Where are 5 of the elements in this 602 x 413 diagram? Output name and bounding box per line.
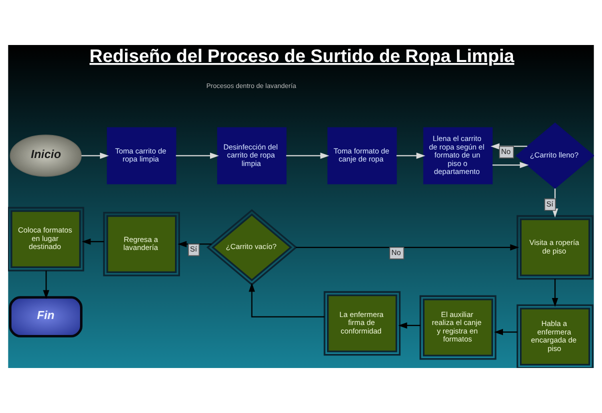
edge-label: No xyxy=(391,248,401,257)
edge-label: No xyxy=(501,146,511,156)
edge-label: Sí xyxy=(546,199,554,208)
edge-label: Sí xyxy=(190,244,198,254)
diagram-title: Rediseño del Proceso de Surtido de Ropa Limpia xyxy=(90,46,514,66)
